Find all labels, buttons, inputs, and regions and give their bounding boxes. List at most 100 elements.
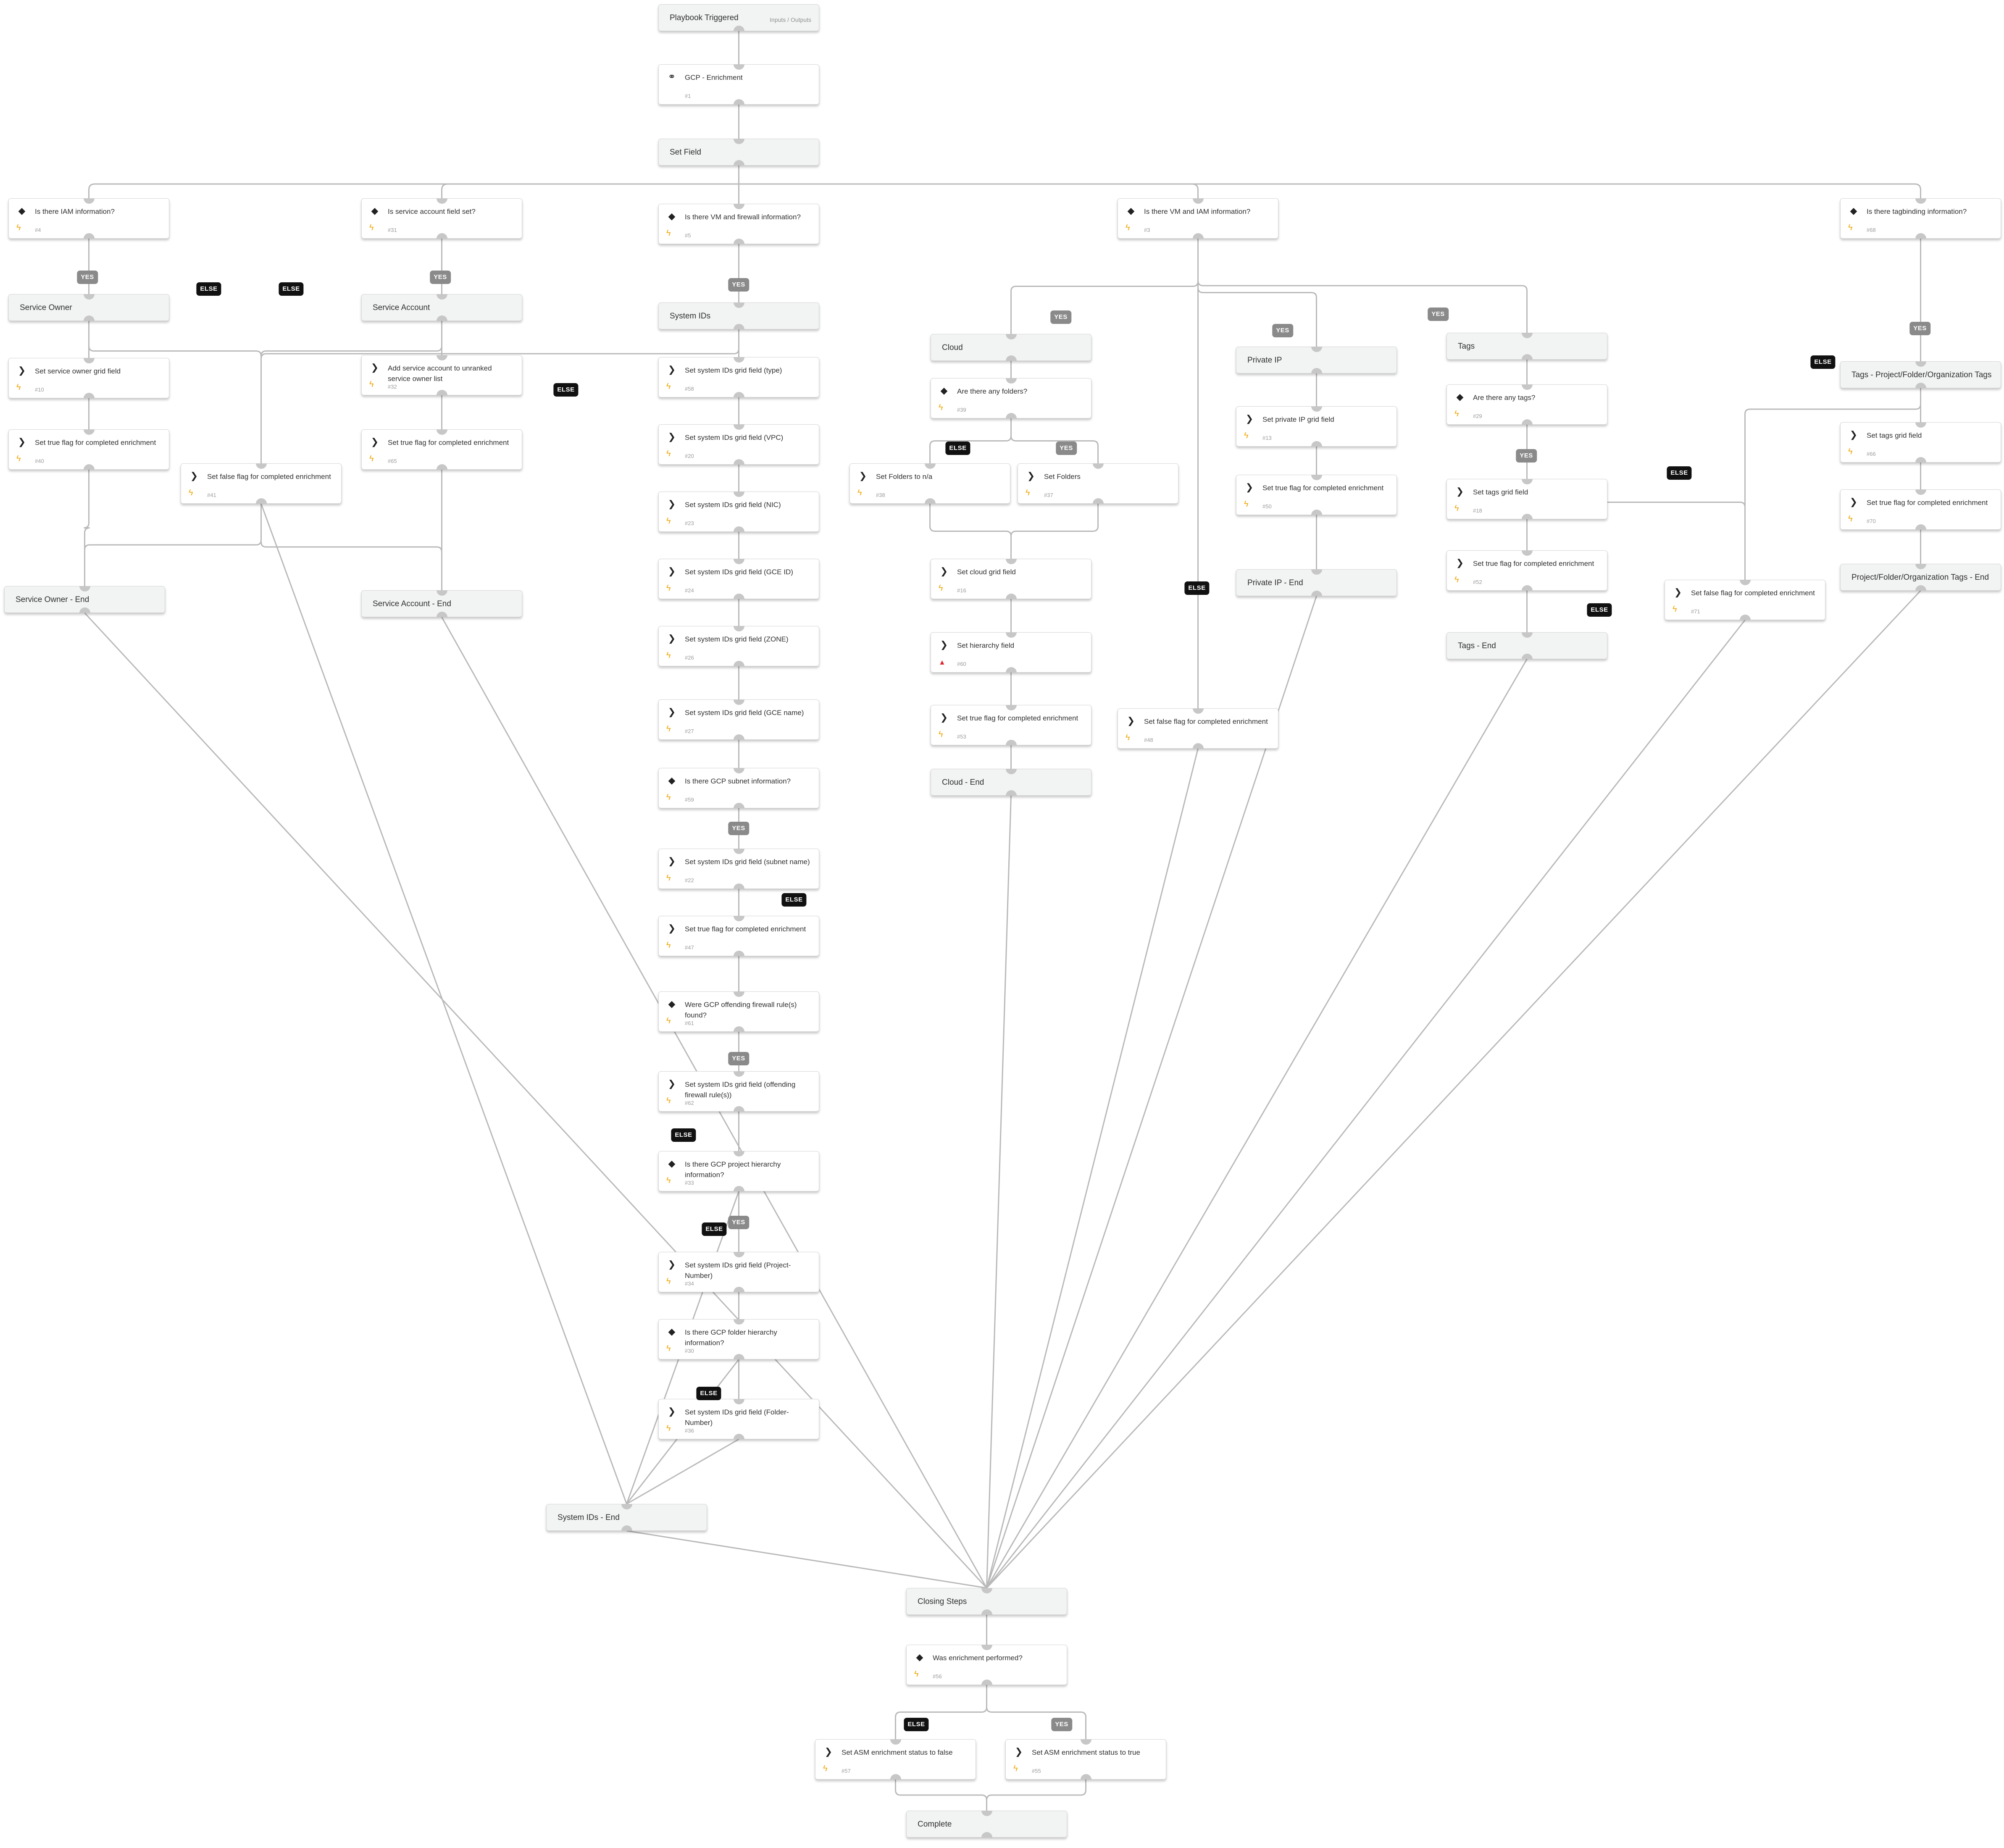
task-node-q3[interactable]: ◆Is there VM and IAM information?ϟ#3 — [1118, 198, 1278, 239]
input-port[interactable] — [1521, 384, 1533, 390]
output-port[interactable] — [1521, 654, 1533, 659]
input-port[interactable] — [924, 463, 936, 469]
output-port[interactable] — [1311, 591, 1322, 596]
task-node-t23[interactable]: ❯Set system IDs grid field (NIC)ϟ#23 — [658, 492, 819, 532]
input-port[interactable] — [1521, 479, 1533, 484]
task-node-q59[interactable]: ◆Is there GCP subnet information?ϟ#59 — [658, 768, 819, 808]
output-port[interactable] — [733, 661, 744, 666]
output-port[interactable] — [1521, 585, 1533, 591]
output-port[interactable] — [733, 1186, 744, 1191]
input-port[interactable] — [733, 357, 744, 363]
input-port[interactable] — [1192, 708, 1204, 714]
output-port[interactable] — [733, 99, 744, 105]
input-port[interactable] — [1915, 564, 1926, 569]
task-node-t48[interactable]: ❯Set false flag for completed enrichment… — [1118, 708, 1278, 749]
input-port[interactable] — [733, 699, 744, 705]
output-port[interactable] — [733, 239, 744, 244]
task-node-t22[interactable]: ❯Set system IDs grid field (subnet name)… — [658, 849, 819, 889]
task-node-privip[interactable]: Private IP — [1236, 347, 1397, 373]
input-port[interactable] — [733, 1071, 744, 1077]
input-port[interactable] — [1092, 463, 1104, 469]
input-port[interactable] — [733, 139, 744, 144]
input-port[interactable] — [83, 358, 95, 363]
task-node-t60[interactable]: ❯Set hierarchy field▲#60 — [931, 632, 1091, 673]
input-port[interactable] — [1915, 198, 1926, 204]
output-port[interactable] — [733, 26, 744, 31]
output-port[interactable] — [1311, 441, 1322, 447]
output-port[interactable] — [1521, 419, 1533, 425]
output-port[interactable] — [83, 315, 95, 321]
task-node-t58[interactable]: ❯Set system IDs grid field (type)ϟ#58 — [658, 357, 819, 397]
output-port[interactable] — [1005, 355, 1017, 361]
input-port[interactable] — [83, 198, 95, 204]
task-node-t24[interactable]: ❯Set system IDs grid field (GCE ID)ϟ#24 — [658, 559, 819, 599]
input-port[interactable] — [1521, 632, 1533, 638]
output-port[interactable] — [924, 498, 936, 504]
task-node-t71[interactable]: ❯Set false flag for completed enrichment… — [1665, 580, 1825, 620]
input-port[interactable] — [733, 916, 744, 921]
input-port[interactable] — [1005, 632, 1017, 638]
input-port[interactable] — [890, 1739, 901, 1745]
output-port[interactable] — [733, 1354, 744, 1359]
task-node-t20[interactable]: ❯Set system IDs grid field (VPC)ϟ#20 — [658, 424, 819, 465]
input-port[interactable] — [436, 590, 447, 596]
task-node-t41[interactable]: ❯Set false flag for completed enrichment… — [181, 463, 342, 504]
input-port[interactable] — [1005, 769, 1017, 774]
input-port[interactable] — [733, 1399, 744, 1404]
task-node-t36[interactable]: ❯Set system IDs grid field (Folder-Numbe… — [658, 1399, 819, 1439]
task-node-q61[interactable]: ◆Were GCP offending firewall rule(s) fou… — [658, 991, 819, 1032]
output-port[interactable] — [733, 1106, 744, 1112]
input-port[interactable] — [1915, 361, 1926, 367]
inputs-outputs-link[interactable]: Inputs / Outputs — [770, 16, 811, 23]
task-node-t26[interactable]: ❯Set system IDs grid field (ZONE)ϟ#26 — [658, 626, 819, 666]
input-port[interactable] — [1521, 550, 1533, 556]
input-port[interactable] — [733, 302, 744, 308]
input-port[interactable] — [79, 586, 90, 591]
task-node-q30[interactable]: ◆Is there GCP folder hierarchy informati… — [658, 1319, 819, 1359]
input-port[interactable] — [1005, 559, 1017, 564]
input-port[interactable] — [83, 429, 95, 435]
input-port[interactable] — [981, 1811, 992, 1816]
output-port[interactable] — [1005, 667, 1017, 673]
output-port[interactable] — [1915, 233, 1926, 239]
input-port[interactable] — [733, 1252, 744, 1257]
output-port[interactable] — [733, 951, 744, 956]
task-node-q29[interactable]: ◆Are there any tags?ϟ#29 — [1446, 384, 1607, 425]
input-port[interactable] — [733, 204, 744, 209]
input-port[interactable] — [981, 1588, 992, 1593]
task-node-gcp[interactable]: ⚭GCP - Enrichment#1 — [658, 64, 819, 105]
output-port[interactable] — [1080, 1774, 1091, 1780]
input-port[interactable] — [1311, 406, 1322, 412]
input-port[interactable] — [1192, 198, 1204, 204]
output-port[interactable] — [733, 160, 744, 166]
output-port[interactable] — [1915, 524, 1926, 530]
output-port[interactable] — [733, 392, 744, 397]
output-port[interactable] — [890, 1774, 901, 1780]
input-port[interactable] — [733, 559, 744, 564]
output-port[interactable] — [733, 1026, 744, 1032]
output-port[interactable] — [436, 233, 447, 239]
input-port[interactable] — [436, 429, 447, 435]
output-port[interactable] — [255, 498, 267, 504]
task-node-q39[interactable]: ◆Are there any folders?ϟ#39 — [931, 378, 1091, 418]
input-port[interactable] — [733, 1319, 744, 1325]
input-port[interactable] — [1311, 475, 1322, 480]
output-port[interactable] — [1192, 743, 1204, 749]
input-port[interactable] — [436, 355, 447, 360]
input-port[interactable] — [1080, 1739, 1091, 1745]
output-port[interactable] — [1192, 233, 1204, 239]
input-port[interactable] — [733, 492, 744, 497]
output-port[interactable] — [79, 607, 90, 613]
output-port[interactable] — [733, 883, 744, 889]
output-port[interactable] — [1005, 740, 1017, 745]
output-port[interactable] — [436, 464, 447, 470]
